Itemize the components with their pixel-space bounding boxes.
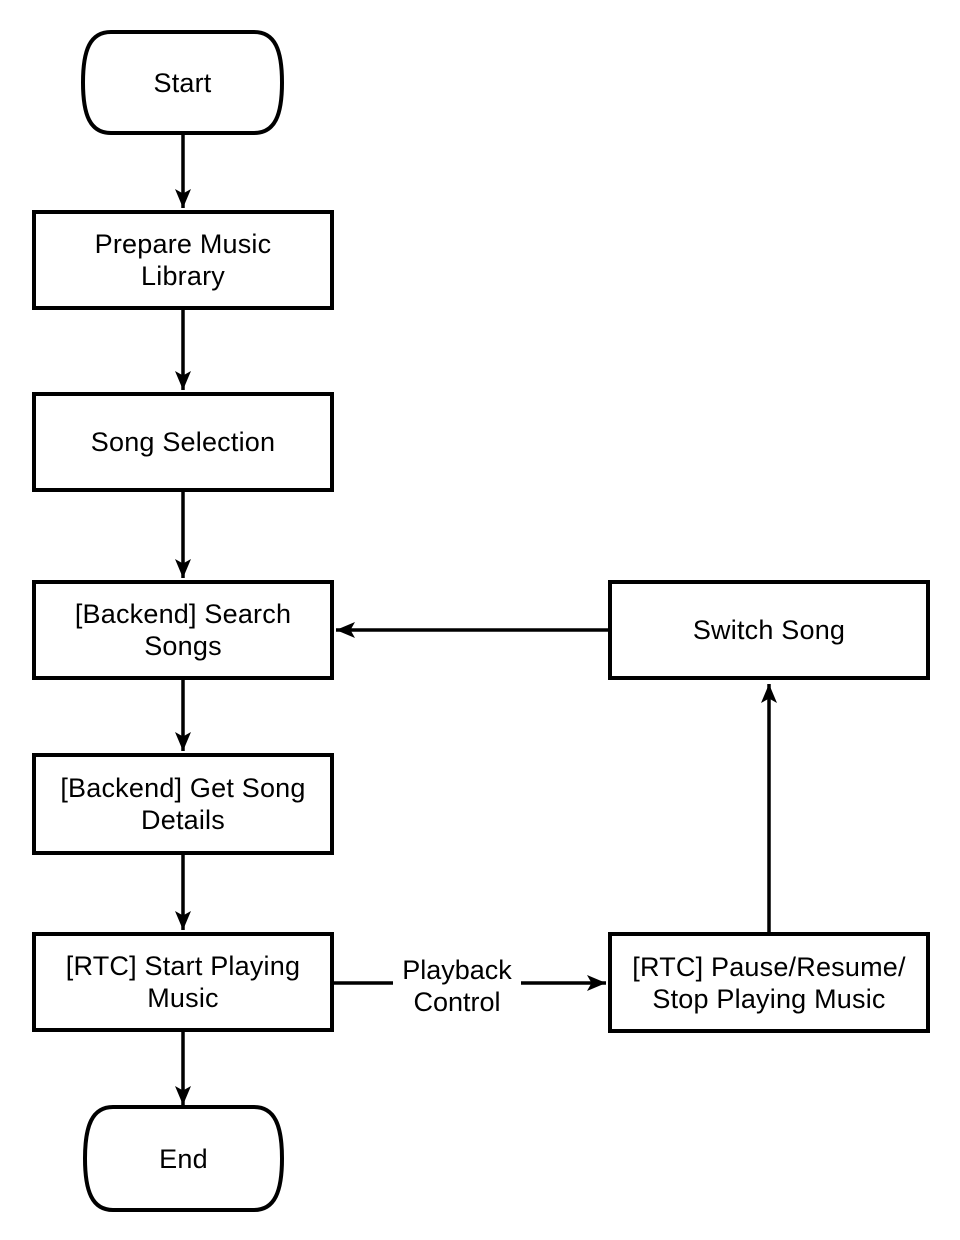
node-label-line: Details (141, 805, 225, 835)
node-song-selection: Song Selection (32, 392, 334, 492)
node-backend-get-song-details: [Backend] Get Song Details (32, 753, 334, 855)
node-label-line: Prepare Music (94, 229, 272, 259)
node-label-line: [RTC] Pause/Resume/ (632, 951, 906, 982)
node-label-line: Music (147, 983, 219, 1013)
node-label-line: [Backend] Get Song (60, 773, 306, 803)
node-start: Start (83, 32, 282, 133)
edge-label-line: Control (413, 987, 501, 1017)
node-start-label: Start (153, 67, 212, 98)
edge-label-playback-control: Playback Control (393, 954, 521, 1018)
node-label-line: Library (141, 261, 225, 291)
node-label-line: [Backend] Search (74, 599, 292, 629)
edge-label-line: Playback (402, 955, 512, 985)
node-label-line: [RTC] Start Playing (65, 951, 301, 981)
node-label-line: Stop Playing Music (652, 983, 886, 1014)
node-label-line: Switch Song (692, 615, 846, 645)
node-end-label: End (159, 1143, 208, 1174)
node-rtc-start-playing-music: [RTC] Start Playing Music (32, 932, 334, 1032)
node-label-line: Song Selection (90, 427, 276, 457)
node-label-line: Songs (144, 631, 222, 661)
node-prepare-music-library: Prepare Music Library (32, 210, 334, 310)
node-end: End (85, 1107, 282, 1210)
end-terminator-shape (82, 1105, 285, 1212)
node-switch-song: Switch Song (608, 580, 930, 680)
node-rtc-pause-resume-stop: [RTC] Pause/Resume/ Stop Playing Music (608, 932, 930, 1033)
node-backend-search-songs: [Backend] Search Songs (32, 580, 334, 680)
start-terminator-shape (80, 30, 285, 135)
